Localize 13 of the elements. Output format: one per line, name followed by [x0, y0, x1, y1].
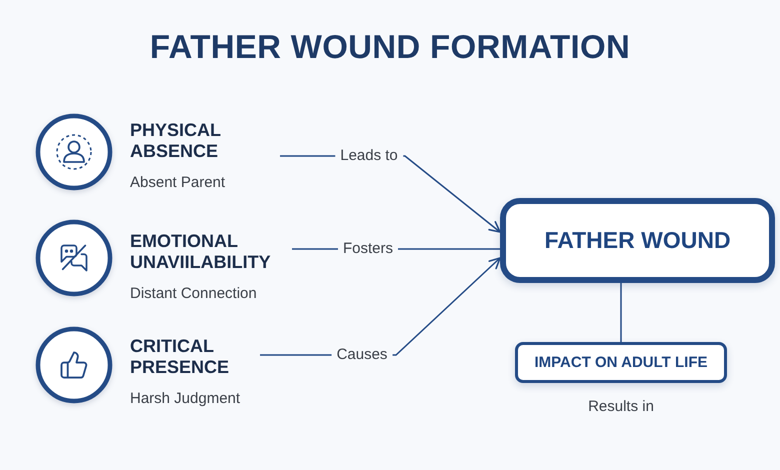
cause-heading: CRITICAL PRESENCE — [130, 336, 230, 378]
cause-description: Distant Connection — [130, 285, 257, 303]
connector-line — [620, 283, 622, 342]
box-title: FATHER WOUND — [544, 226, 731, 254]
cause-heading: EMOTIONAL UNAVIILABILITY — [130, 231, 271, 273]
central-box — [500, 198, 775, 283]
diagram-title: FATHER WOUND FORMATION — [150, 27, 630, 67]
cause-description: Harsh Judgment — [130, 390, 240, 408]
box-title: IMPACT ON ADULT LIFE — [534, 354, 708, 372]
cause-description: Absent Parent — [130, 174, 226, 192]
cause-heading: PHYSICAL ABSENCE — [130, 120, 221, 162]
outcome-box — [515, 342, 727, 383]
node-caption: Results in — [588, 398, 654, 416]
